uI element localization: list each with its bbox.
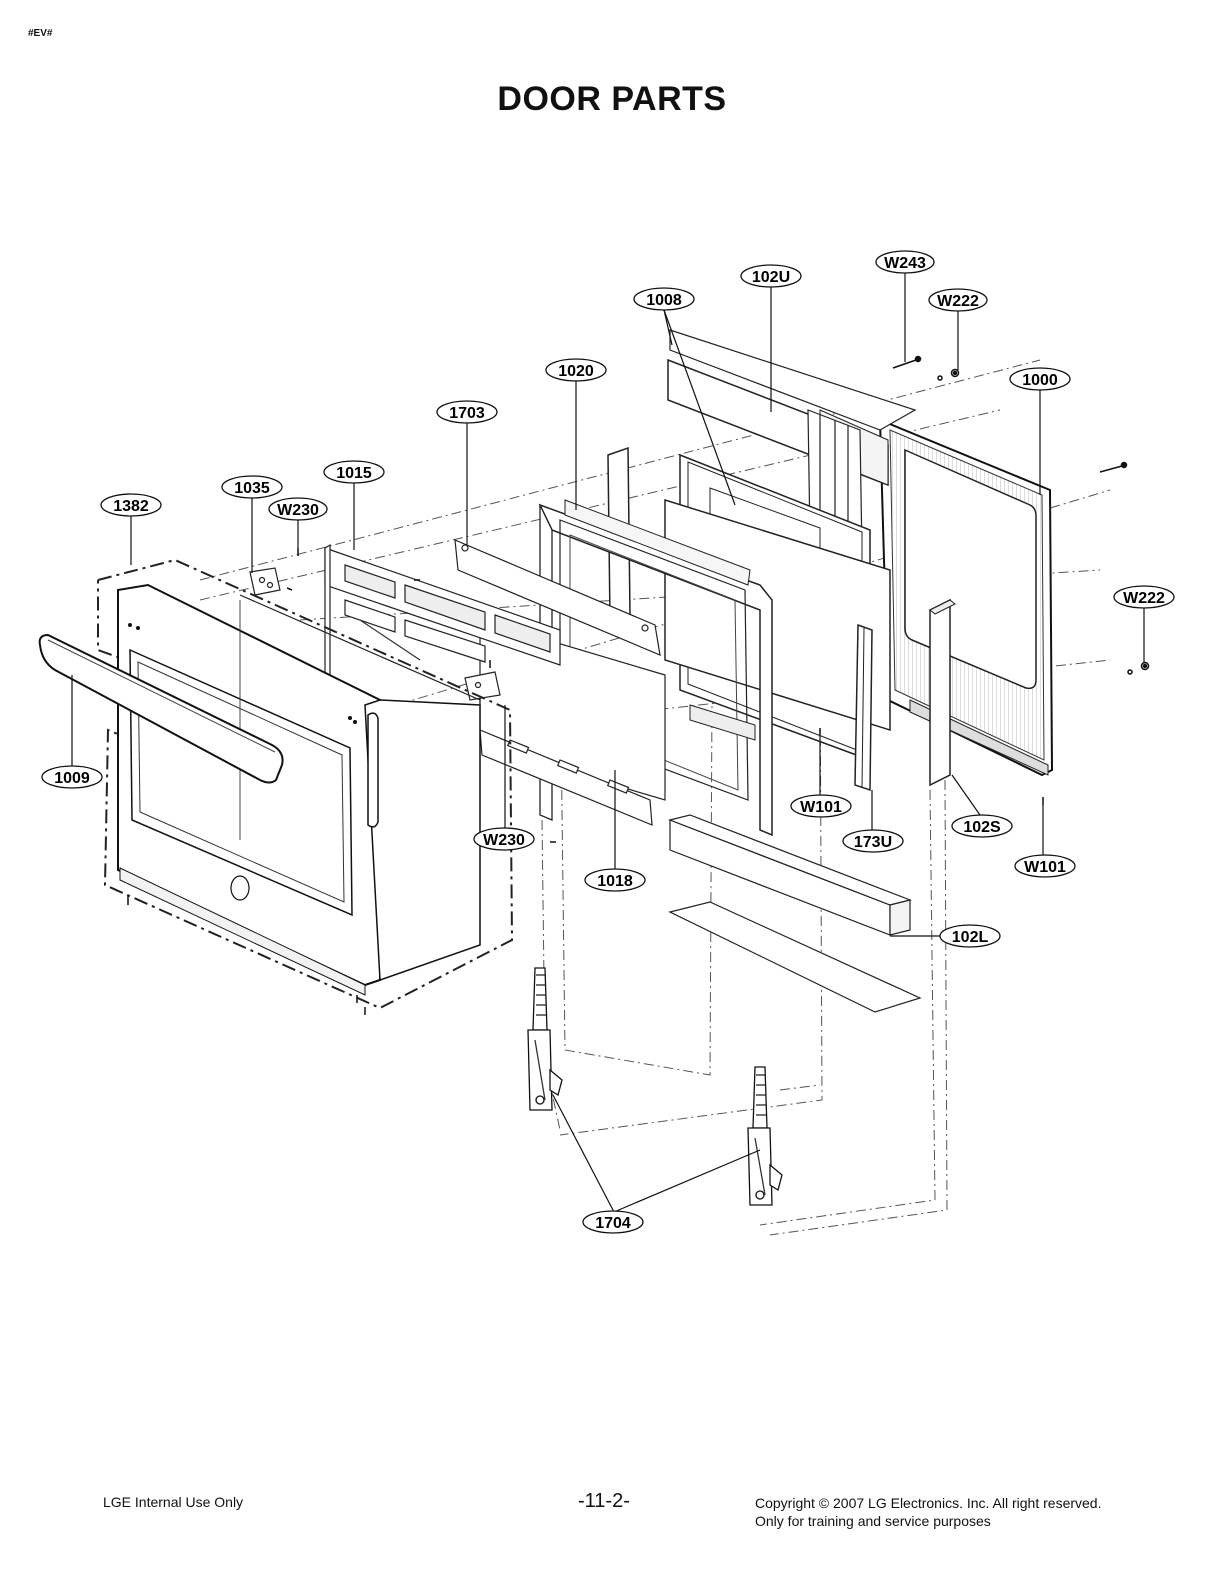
callout-w230-top: W230: [268, 497, 328, 521]
callout-1000: 1000: [1009, 367, 1071, 391]
insulation-102u: [667, 329, 917, 487]
callout-label: 1035: [234, 480, 270, 497]
callout-label: 1015: [336, 465, 372, 482]
callout-173u: 173U: [842, 829, 904, 853]
insulation-102s: [929, 598, 956, 787]
footer-internal-note: LGE Internal Use Only: [103, 1494, 244, 1510]
callout-label: 1020: [558, 363, 594, 380]
door-frame-1000: [878, 418, 1054, 777]
page-number: -11-2-: [578, 1490, 630, 1512]
callout-label: 102S: [963, 819, 1001, 836]
callout-label: W243: [884, 255, 926, 272]
callout-102l: 102L: [939, 924, 1001, 948]
callout-1703: 1703: [436, 400, 498, 424]
callout-1382: 1382: [100, 493, 162, 517]
callout-w101-right: W101: [1014, 854, 1076, 878]
callout-w101-mid: W101: [790, 794, 852, 818]
document-tag: #EV#: [28, 28, 53, 39]
callout-102s: 102S: [951, 814, 1013, 838]
callout-1018: 1018: [584, 868, 646, 892]
callout-label: 1000: [1022, 372, 1058, 389]
callout-102u: 102U: [740, 264, 802, 288]
callout-label: W101: [1024, 859, 1066, 876]
callout-label: 1704: [595, 1215, 631, 1232]
callout-label: 102L: [952, 929, 989, 946]
usage-line: Only for training and service purposes: [755, 1513, 991, 1529]
callout-label: 1382: [113, 498, 149, 515]
callout-w243: W243: [875, 250, 935, 274]
callout-label: W222: [1123, 590, 1165, 607]
callout-label: W230: [483, 832, 525, 849]
callout-1020: 1020: [545, 358, 607, 382]
screws: [127, 355, 1150, 1015]
callout-1009: 1009: [41, 765, 103, 789]
glass-panel: [664, 498, 891, 732]
callout-label: 1018: [597, 873, 633, 890]
callout-label: W222: [937, 293, 979, 310]
callout-label: W101: [800, 799, 842, 816]
callout-1015: 1015: [323, 460, 385, 484]
bracket-1703: [454, 539, 661, 826]
callout-1035: 1035: [221, 475, 283, 499]
hinge-1704-right: [747, 1066, 783, 1206]
callout-label: 1703: [449, 405, 485, 422]
copyright-notice: Copyright © 2007 LG Electronics. Inc. Al…: [755, 1494, 1101, 1530]
page-title: DOOR PARTS: [497, 80, 727, 118]
hinge-1704-left: [527, 967, 563, 1111]
callout-1704: 1704: [582, 1210, 644, 1234]
callout-label: W230: [277, 502, 319, 519]
callout-1008: 1008: [633, 287, 695, 311]
hinge-bracket-1035: [249, 567, 501, 701]
callout-w222-top: W222: [928, 288, 988, 312]
callout-w230-low: W230: [473, 827, 535, 851]
callout-label: 102U: [752, 269, 790, 286]
leader-lines: [71, 272, 1145, 1213]
callout-label: 173U: [854, 834, 892, 851]
glass-holder-173u: [854, 623, 873, 792]
copyright-line: Copyright © 2007 LG Electronics. Inc. Al…: [755, 1495, 1102, 1511]
callout-label: 1009: [54, 770, 90, 787]
callout-w222-right: W222: [1113, 585, 1175, 609]
callout-label: 1008: [646, 292, 682, 309]
door-handle-1009: [38, 633, 284, 784]
insulation-102l: [668, 814, 922, 1013]
vent-panel-1015: [324, 543, 561, 697]
front-door-panel: [117, 583, 481, 996]
